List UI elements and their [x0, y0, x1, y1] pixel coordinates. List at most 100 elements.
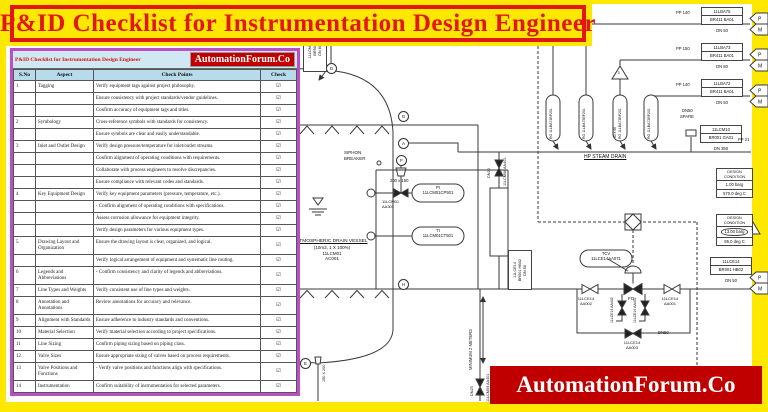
- vline-tag: 11LCE14: [513, 262, 517, 278]
- dn20-valve-tag: 11LCM08 AA401: [503, 157, 507, 186]
- drain-valve-right-label: 11LCE14 AA401: [633, 297, 637, 323]
- nozzle-letter: G: [401, 114, 406, 119]
- design-hdr2: CONDITION: [723, 220, 746, 225]
- cell-check: ☑: [260, 254, 297, 267]
- nozzle-letter: D: [329, 66, 334, 71]
- cell-aspect: Alignment with Standards: [34, 314, 94, 327]
- checklist-table: P&ID Checklist for Instrumentation Desig…: [10, 48, 300, 396]
- cell-checkpoint: Verify equipment tags against project ph…: [92, 80, 262, 93]
- cell-sno: [13, 104, 36, 117]
- vessel-title-block: ATMOSPHERIC DRAIN VESSEL (10m3, 1 X 100%…: [276, 238, 388, 262]
- checklist-title: P&ID Checklist for Instrumentation Desig…: [15, 56, 141, 63]
- siphon-breaker-label: SIPHON BREAKER: [344, 150, 366, 161]
- table-row: Verify logical arrangement of equipment …: [13, 254, 297, 267]
- reducer-label-bottom: 150 X 200: [322, 364, 326, 382]
- valve-tag-line1: 11LCE14: [661, 296, 679, 301]
- cell-checkpoint: Ensure consistency with project standard…: [92, 92, 262, 105]
- pipe-spec: BR411 BA01: [701, 15, 743, 25]
- vertical-line-label-mid: 11LCE14 BR001 HB02 DN 50: [508, 250, 532, 290]
- pipe-dn: DN 50: [716, 27, 728, 33]
- valve-tag-line2: AA001: [663, 301, 676, 306]
- flag-letter: M: [758, 28, 762, 34]
- cell-checkpoint: Ensure adherence to industry standards a…: [92, 314, 262, 327]
- cell-aspect: [34, 164, 94, 177]
- cell-aspect: [34, 176, 94, 189]
- cell-checkpoint: Review annotations for accuracy and rele…: [92, 296, 262, 315]
- siphon-line1: SIPHON: [344, 150, 362, 155]
- cell-aspect: [34, 224, 94, 237]
- design-temperature: 570.0 deg C: [723, 190, 746, 196]
- cell-sno: 2: [13, 116, 36, 129]
- cell-check: ☑: [260, 380, 297, 393]
- ti-tag: 11LCM01CT501: [422, 233, 454, 239]
- cell-check: ☑: [260, 128, 297, 141]
- cell-sno: 14: [13, 380, 36, 393]
- cell-aspect: Material Selection: [34, 326, 94, 339]
- pipe-dn: DN 50: [716, 99, 728, 105]
- cell-check: ☑: [260, 350, 297, 363]
- cell-aspect: [34, 212, 94, 225]
- cell-sno: 6: [13, 266, 36, 285]
- cell-aspect: Annotation and Annotations: [34, 296, 94, 315]
- cell-sno: [13, 212, 36, 225]
- checklist-header: P&ID Checklist for Instrumentation Desig…: [13, 51, 297, 69]
- cell-checkpoint: Verify logical arrangement of equipment …: [92, 254, 262, 267]
- nozzle-letter: H: [401, 282, 406, 287]
- cell-checkpoint: - Verify valve positions and functions a…: [92, 362, 262, 381]
- vessel-tag: 11LCM01: [322, 250, 342, 256]
- cell-sno: 3: [13, 140, 36, 153]
- orifice-label: RO 11LBA73BP201: [618, 108, 622, 139]
- flag-letter: P: [758, 89, 762, 95]
- cell-checkpoint: Verify material selection according to p…: [92, 326, 262, 339]
- cell-sno: 8: [13, 296, 36, 315]
- table-row: Confirm accuracy of equipment tags and t…: [13, 104, 297, 117]
- cell-check: ☑: [260, 266, 297, 285]
- bottom-brand-banner: AutomationForum.Co: [490, 366, 762, 404]
- cell-check: ☑: [260, 212, 297, 225]
- col-header-sno: S.No: [13, 69, 36, 81]
- cell-sno: 12: [13, 350, 36, 363]
- valve-tag-line1: 11LCE14: [623, 340, 641, 345]
- cell-check: ☑: [260, 80, 297, 93]
- page-title: P&ID Checklist for Instrumentation Desig…: [0, 9, 597, 37]
- cell-check: ☑: [260, 104, 297, 117]
- cell-checkpoint: Verify design pressure/temperature for i…: [92, 140, 262, 153]
- cell-sno: [13, 164, 36, 177]
- cell-sno: [13, 200, 36, 213]
- brand-badge: AutomationForum.Co: [189, 52, 295, 67]
- flag-letter: P: [758, 17, 762, 23]
- nozzle-letter: A: [401, 141, 405, 146]
- tcv-fail-position: FO: [628, 296, 635, 301]
- design-condition-box: DESIGN CONDITION 1.00 barg 570.0 deg C: [716, 168, 753, 198]
- cell-check: ☑: [260, 116, 297, 129]
- valve-tag-line2: AA301: [382, 204, 395, 209]
- spare-dn-label: DN50: [682, 108, 693, 113]
- vline-dn: DN 60: [318, 44, 322, 56]
- valve-tag-line1: 11LCM01: [382, 199, 400, 204]
- cell-sno: 1: [13, 80, 36, 93]
- cell-checkpoint: Ensure appropriate sizing of valves base…: [92, 350, 262, 363]
- vessel-name: ATMOSPHERIC DRAIN VESSEL: [296, 239, 368, 244]
- tcv-tag: 11LCE14AA071: [591, 256, 621, 262]
- cell-checkpoint: Assess corrosion allowance for equipment…: [92, 212, 262, 225]
- pi-tag: 11LCM01CP501: [422, 190, 454, 196]
- cell-aspect: [34, 254, 94, 267]
- page-title-box: P&ID Checklist for Instrumentation Desig…: [0, 5, 596, 42]
- header-row: S.No Aspect Check Points Check: [13, 69, 297, 81]
- table-row: Collaborate with process engineers to re…: [13, 164, 297, 177]
- cell-check: ☑: [260, 188, 297, 201]
- cell-sno: [13, 176, 36, 189]
- cell-checkpoint: - Confirm alignment of operating conditi…: [92, 200, 262, 213]
- cell-sno: 5: [13, 236, 36, 255]
- cell-check: ☑: [260, 140, 297, 153]
- design-pressure-circled: 13.00 barg: [721, 228, 748, 236]
- nozzle-f: F: [396, 155, 407, 166]
- cell-sno: 7: [13, 284, 36, 297]
